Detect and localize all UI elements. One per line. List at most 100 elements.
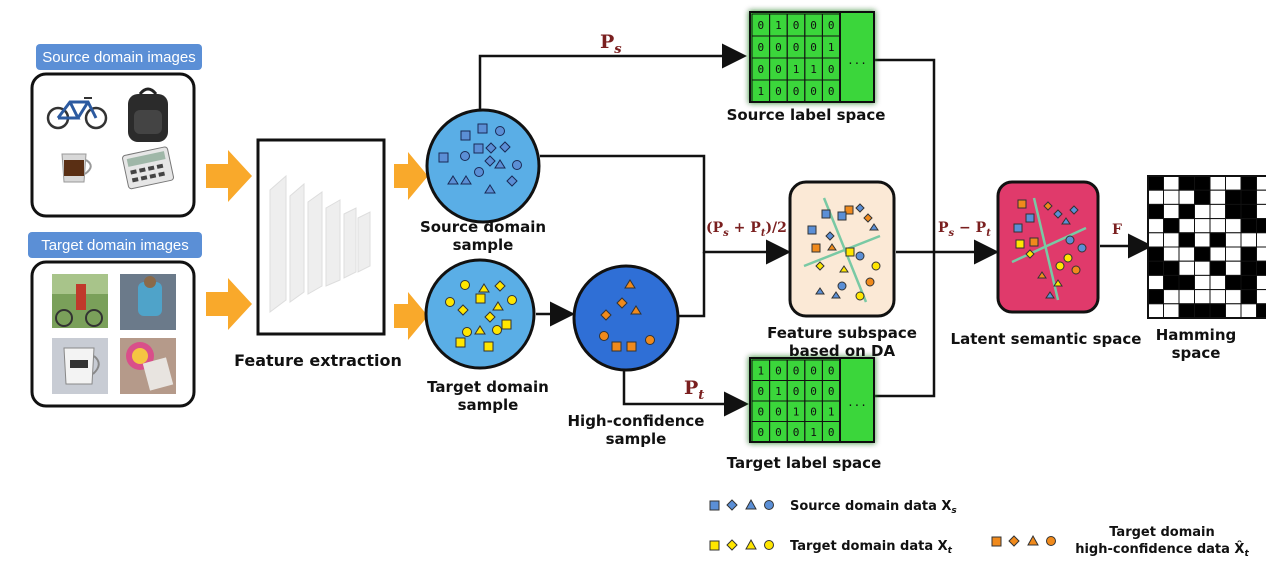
legend-hc-markers [991,534,1056,547]
hamming-cell [1225,218,1242,234]
feature-extraction-label: Feature extraction [234,351,402,370]
hc-sample-label-1: High-confidence [568,412,705,430]
hamming-space: Hamming space [1147,175,1266,362]
label-cell-value: 0 [828,63,835,76]
target-photo-calculator [120,338,176,394]
hamming-cell [1256,274,1266,291]
hamming-cell [1163,218,1180,234]
hamming-cell [1240,175,1257,191]
hamming-cell [1209,218,1226,234]
label-cell-value: 0 [757,385,764,398]
hamming-cell [1178,303,1195,319]
hamming-label-2: space [1172,344,1221,362]
hamming-cell [1240,246,1257,262]
hamming-cell [1225,303,1242,319]
hamming-cell [1147,232,1164,248]
f-label: F [1112,222,1122,238]
connector-lines [478,43,1153,417]
hamming-cell [1256,218,1266,234]
hamming-cell [1240,289,1257,305]
hamming-cell [1194,218,1211,234]
label-cell-value: 1 [775,19,782,32]
label-cell-value: 0 [793,19,800,32]
label-cell-value: 0 [793,85,800,98]
latent-semantic-space: Latent semantic space [951,180,1141,348]
label-cell-value: 0 [775,41,782,54]
hamming-cell [1163,189,1180,205]
hamming-cell [1163,260,1180,276]
hamming-cell [1178,218,1195,234]
legend-hc-text-2: high-confidence data X̂t [1075,542,1249,559]
source-images-panel: Source domain images [30,44,202,218]
target-photo-mug [52,338,108,394]
label-cell-value: 0 [793,364,800,377]
label-cell-value: 0 [810,41,817,54]
feature-extraction-block: Feature extraction [234,138,402,370]
hamming-cell [1225,203,1242,220]
source-label-space-label: Source label space [727,106,886,124]
hamming-cell [1163,232,1180,248]
hamming-cell [1194,260,1211,276]
line-source-to-label [478,43,747,118]
source-sample-label-1: Source domain [420,218,546,236]
target-photo-bicycle [52,274,108,328]
hamming-cell [1147,189,1164,205]
legend-source-markers [709,498,774,511]
target-images-panel: Target domain images [28,232,202,408]
label-cell-value: 0 [793,385,800,398]
target-domain-tag [28,232,202,258]
hamming-cell [1147,260,1164,276]
hamming-cell [1256,260,1266,276]
label-cell-value: 0 [757,426,764,439]
label-cell-value: 0 [757,405,764,418]
bicycle-icon [46,97,108,130]
hamming-cell [1163,303,1180,319]
orange-arrows [206,150,428,340]
hamming-cell [1209,175,1226,191]
target-domain-tag-label: Target domain images [41,237,189,254]
hamming-cell [1178,175,1195,191]
hamming-cell [1240,203,1257,220]
hamming-cell [1256,289,1266,305]
target-photo-backpack [120,274,176,330]
hamming-cell [1163,246,1180,262]
hamming-cell [1225,246,1242,262]
label-cell-value: 0 [775,63,782,76]
label-cell-value: 0 [775,364,782,377]
line-label-to-latent [874,58,936,398]
label-cell-value: 1 [793,405,800,418]
hamming-cell [1256,232,1266,248]
hamming-cell [1178,289,1195,305]
label-cell-value: 0 [757,41,764,54]
label-cell-value: 0 [828,426,835,439]
hamming-cell [1256,189,1266,205]
hamming-label-1: Hamming [1156,326,1237,344]
hamming-cell [1256,175,1266,191]
source-domain-tag [36,44,202,70]
legend-hc-text-1: Target domain [1109,525,1215,540]
hamming-cell [1178,274,1195,291]
hamming-cell [1178,189,1195,205]
hamming-cell [1240,274,1257,291]
hamming-grid [1147,175,1266,319]
hamming-cell [1194,246,1211,262]
hamming-cell [1147,246,1164,262]
label-cell-value: 1 [757,85,764,98]
label-cell-value: 0 [757,63,764,76]
hamming-cell [1178,246,1195,262]
hamming-cell [1194,232,1211,248]
arrow-target-to-fe [206,278,252,330]
hamming-cell [1209,232,1226,248]
hamming-cell [1225,175,1242,191]
hamming-cell [1209,189,1226,205]
hamming-cell [1256,303,1266,319]
ps-label: Ps [600,31,622,57]
hamming-cell [1163,203,1180,220]
hamming-cell [1163,175,1180,191]
hamming-cell [1194,203,1211,220]
hamming-cell [1178,232,1195,248]
